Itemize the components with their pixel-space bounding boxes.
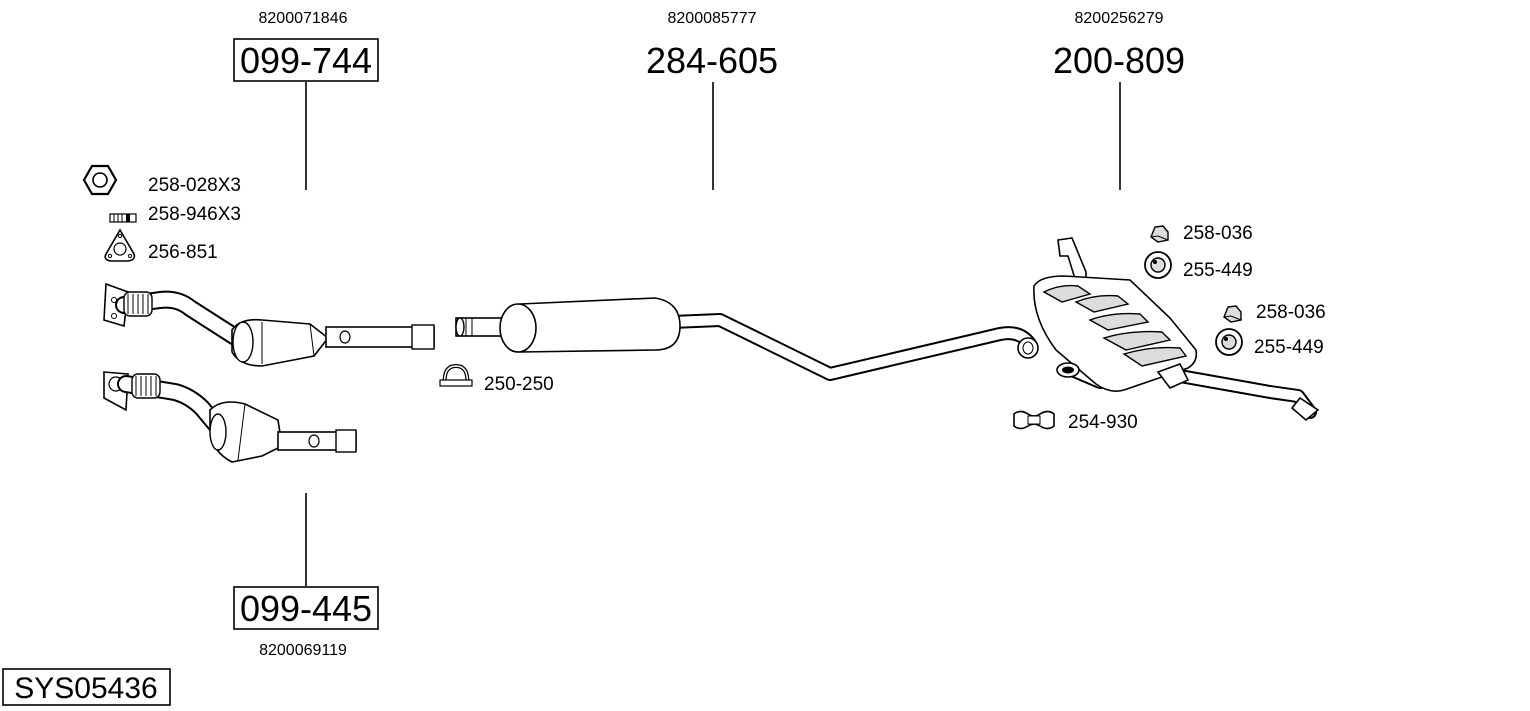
part-number-200-809[interactable]: 200-809 bbox=[1053, 40, 1185, 81]
accessory-label-250-250[interactable]: 250-250 bbox=[484, 374, 554, 395]
part-number-099-445[interactable]: 099-445 bbox=[240, 588, 372, 629]
middle-silencer-284-605[interactable] bbox=[455, 297, 1039, 381]
band-clamp-icon bbox=[1013, 410, 1055, 430]
rubber-mount-icon bbox=[1144, 251, 1172, 279]
part-number-284-605[interactable]: 284-605 bbox=[646, 40, 778, 81]
oem-number-200-809: 8200256279 bbox=[1075, 10, 1164, 27]
accessory-label-256-851[interactable]: 256-851 bbox=[148, 242, 218, 263]
oem-number-099-445: 8200069119 bbox=[259, 642, 347, 659]
stud-bolt-icon bbox=[109, 213, 137, 223]
accessory-label-258-036-a[interactable]: 258-036 bbox=[1183, 223, 1253, 244]
front-pipe-catalyst-099-445[interactable] bbox=[103, 371, 357, 463]
nut-icon bbox=[82, 164, 118, 196]
rear-silencer-200-809[interactable] bbox=[1033, 237, 1320, 422]
nut-icon bbox=[1223, 305, 1242, 323]
accessory-label-255-449-a[interactable]: 255-449 bbox=[1183, 260, 1253, 281]
gasket-icon bbox=[104, 228, 136, 262]
accessory-label-258-036-b[interactable]: 258-036 bbox=[1256, 302, 1326, 323]
accessory-label-258-946x3[interactable]: 258-946X3 bbox=[148, 204, 241, 225]
system-code: SYS05436 bbox=[14, 672, 157, 705]
system-code-box bbox=[2, 668, 171, 706]
part-number-099-744[interactable]: 099-744 bbox=[240, 40, 372, 81]
part-box-099-445 bbox=[233, 586, 379, 630]
rubber-mount-icon bbox=[1215, 328, 1243, 356]
part-box-099-744 bbox=[233, 38, 379, 82]
accessory-label-254-930[interactable]: 254-930 bbox=[1068, 412, 1138, 433]
nut-icon bbox=[1150, 225, 1169, 243]
accessory-label-258-028x3[interactable]: 258-028X3 bbox=[148, 175, 241, 196]
oem-number-284-605: 8200085777 bbox=[668, 10, 757, 27]
oem-number-099-744: 8200071846 bbox=[259, 10, 348, 27]
accessory-label-255-449-b[interactable]: 255-449 bbox=[1254, 337, 1324, 358]
u-clamp-icon bbox=[439, 363, 473, 387]
front-pipe-catalyst-099-744[interactable] bbox=[103, 282, 435, 367]
